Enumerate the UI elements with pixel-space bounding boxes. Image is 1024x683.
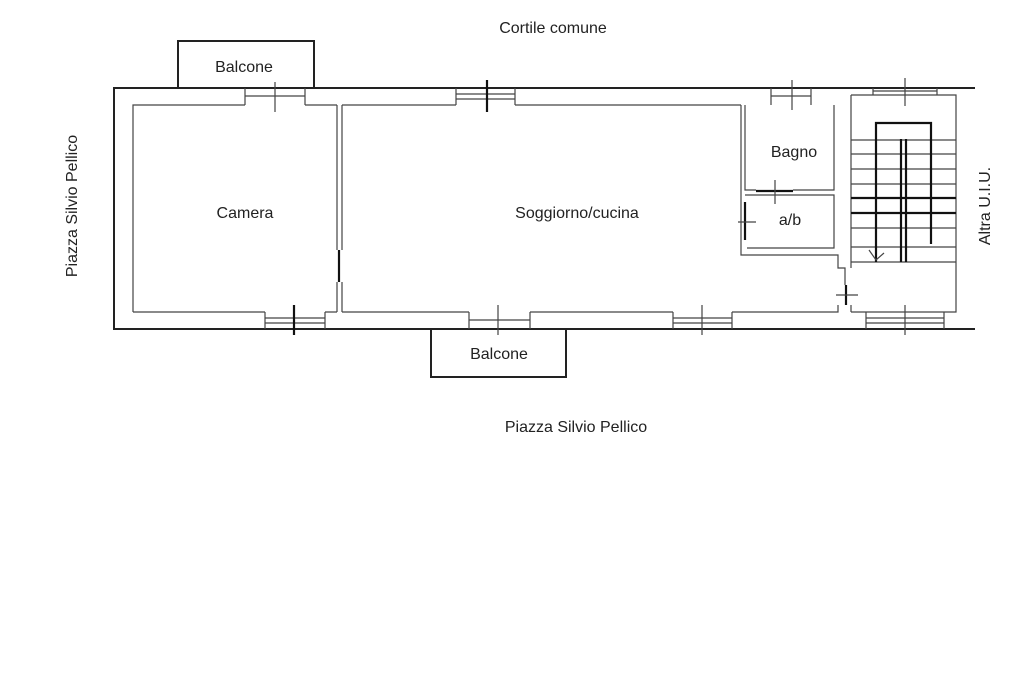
bagno-label: Bagno	[771, 144, 817, 161]
right-label: Altra U.I.U.	[977, 167, 994, 245]
balcony-top-label: Balcone	[215, 59, 273, 76]
staircase	[851, 94, 957, 313]
balcony-bottom-label: Balcone	[470, 346, 528, 363]
balcony-top: Balcone	[177, 40, 315, 88]
left-label: Piazza Silvio Pellico	[64, 135, 81, 277]
bottom-label: Piazza Silvio Pellico	[505, 419, 647, 436]
outer-walls	[113, 87, 975, 330]
windows	[244, 78, 945, 335]
bathroom-block: Bagno a/b	[738, 95, 858, 312]
top-label: Cortile comune	[499, 20, 607, 37]
ab-label: a/b	[779, 212, 801, 229]
soggiorno-label: Soggiorno/cucina	[515, 205, 639, 222]
balcony-bottom: Balcone	[430, 329, 567, 378]
camera-label: Camera	[217, 205, 274, 222]
